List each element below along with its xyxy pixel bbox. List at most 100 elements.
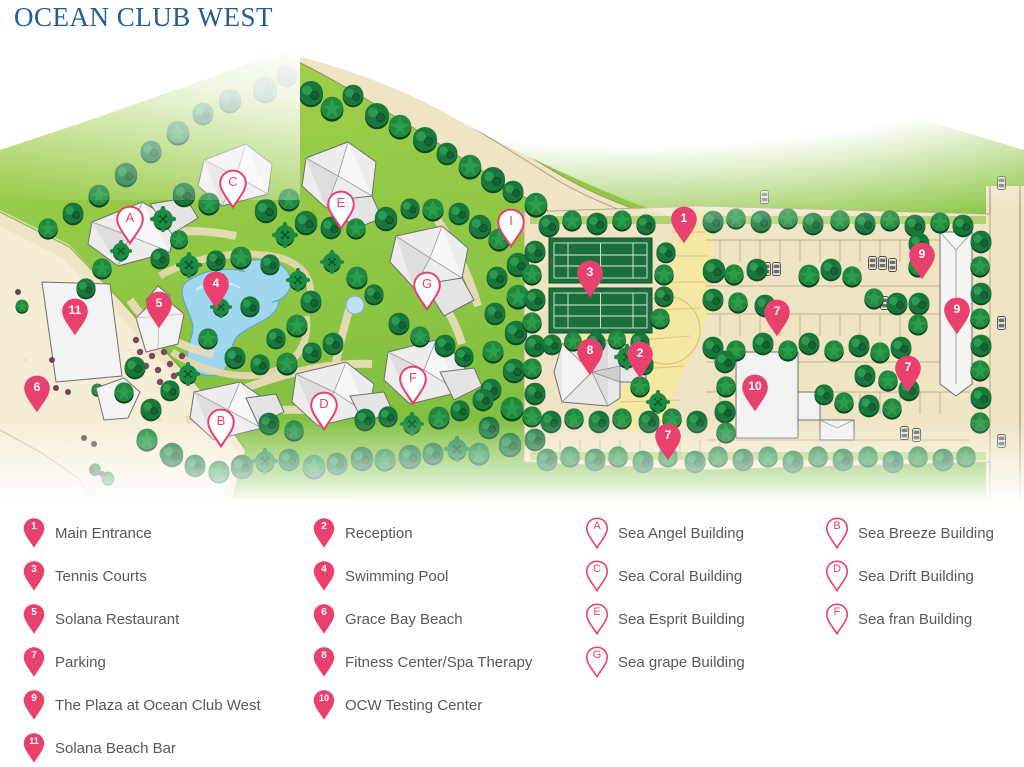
map-pin-e[interactable]: E xyxy=(326,190,356,230)
top-left-fade xyxy=(0,0,300,200)
legend-item-d[interactable]: D Sea Drift Building xyxy=(825,559,974,593)
legend-item-f[interactable]: F Sea fran Building xyxy=(825,602,972,636)
legend-pin-4-icon: 4 xyxy=(312,560,336,592)
legend-pin-id: C xyxy=(593,563,601,575)
legend-pin-id: 9 xyxy=(31,693,37,704)
legend-item-label: Grace Bay Beach xyxy=(345,610,463,628)
legend-pin-id: 10 xyxy=(318,693,329,703)
legend-item-label: Solana Restaurant xyxy=(55,610,180,628)
legend-pin-id: 4 xyxy=(321,564,327,575)
legend-pin-7-icon: 7 xyxy=(22,646,46,678)
legend-item-label: Sea Esprit Building xyxy=(618,610,745,628)
legend-item-label: Tennis Courts xyxy=(55,567,147,585)
legend-pin-d-icon: D xyxy=(825,560,849,592)
map-pin-c[interactable]: C xyxy=(218,169,248,209)
legend-item-label: Sea fran Building xyxy=(858,610,973,628)
map-pin-11[interactable]: 11 xyxy=(60,297,90,337)
legend-item-label: Reception xyxy=(345,524,413,542)
map-pin-i[interactable]: I xyxy=(496,208,526,248)
map-pin-d[interactable]: D xyxy=(309,391,339,431)
legend-pin-id: 8 xyxy=(321,650,327,661)
legend-item-11[interactable]: 11 Solana Beach Bar xyxy=(22,731,176,765)
legend-item-9[interactable]: 9 The Plaza at Ocean Club West xyxy=(22,688,261,722)
map-pin-6[interactable]: 6 xyxy=(22,374,52,414)
map-pin-10[interactable]: 10 xyxy=(740,373,770,413)
legend-pin-b-icon: B xyxy=(825,517,849,549)
legend-item-4[interactable]: 4 Swimming Pool xyxy=(312,559,448,593)
legend-item-label: Sea Drift Building xyxy=(858,567,974,585)
legend-pin-10-icon: 10 xyxy=(312,689,336,721)
map-pin-9b[interactable]: 9 xyxy=(942,296,972,336)
legend-pin-id: 2 xyxy=(321,521,327,532)
map-pin-g[interactable]: G xyxy=(412,271,442,311)
top-fade xyxy=(0,0,1024,300)
legend-item-1[interactable]: 1 Main Entrance xyxy=(22,516,152,550)
map-pin-2[interactable]: 2 xyxy=(625,340,655,380)
map-pin-5[interactable]: 5 xyxy=(144,290,174,330)
legend-item-label: Fitness Center/Spa Therapy xyxy=(345,653,533,671)
legend-item-label: Sea Coral Building xyxy=(618,567,743,585)
legend-item-label: Sea grape Building xyxy=(618,653,745,671)
legend-item-6[interactable]: 6 Grace Bay Beach xyxy=(312,602,463,636)
legend-item-label: Parking xyxy=(55,653,106,671)
map-pin-1[interactable]: 1 xyxy=(669,205,699,245)
legend-item-label: Sea Breeze Building xyxy=(858,524,994,542)
map-pin-7c[interactable]: 7 xyxy=(653,422,683,462)
sea-grape-building xyxy=(389,225,475,317)
bottom-fade xyxy=(0,418,1024,505)
legend-item-3[interactable]: 3 Tennis Courts xyxy=(22,559,147,593)
legend-pin-id: 6 xyxy=(321,607,327,618)
map-pin-4[interactable]: 4 xyxy=(201,270,231,310)
map-pin-b[interactable]: B xyxy=(206,408,236,448)
map-pin-8[interactable]: 8 xyxy=(575,337,605,377)
legend-pin-11-icon: 11 xyxy=(22,732,46,764)
legend-pin-id: 11 xyxy=(29,736,39,746)
legend-item-8[interactable]: 8 Fitness Center/Spa Therapy xyxy=(312,645,532,679)
legend-pin-3-icon: 3 xyxy=(22,560,46,592)
tennis-courts xyxy=(548,237,653,334)
legend-item-5[interactable]: 5 Solana Restaurant xyxy=(22,602,179,636)
legend-pin-id: 3 xyxy=(31,564,37,575)
legend-pin-1-icon: 1 xyxy=(22,517,46,549)
legend-pin-id: B xyxy=(833,520,841,532)
page-title: OCEAN CLUB WEST xyxy=(14,2,274,32)
map-pin-a[interactable]: A xyxy=(115,205,145,245)
legend-pin-id: G xyxy=(592,649,602,661)
legend-item-label: The Plaza at Ocean Club West xyxy=(55,696,261,714)
legend-pin-c-icon: C xyxy=(585,560,609,592)
legend-pin-id: E xyxy=(593,606,601,618)
map-pin-7[interactable]: 7 xyxy=(762,298,792,338)
legend-pin-id: 1 xyxy=(31,521,37,532)
legend-pin-2-icon: 2 xyxy=(312,517,336,549)
legend-item-c[interactable]: C Sea Coral Building xyxy=(585,559,742,593)
map-pin-9[interactable]: 9 xyxy=(907,241,937,281)
map-pin-7b[interactable]: 7 xyxy=(893,354,923,394)
legend-pin-a-icon: A xyxy=(585,517,609,549)
legend-pin-9-icon: 9 xyxy=(22,689,46,721)
legend-item-e[interactable]: E Sea Esprit Building xyxy=(585,602,745,636)
map-pin-3[interactable]: 3 xyxy=(575,259,605,299)
map-pin-f[interactable]: F xyxy=(398,365,428,405)
legend-item-b[interactable]: B Sea Breeze Building xyxy=(825,516,994,550)
legend-item-label: Swimming Pool xyxy=(345,567,449,585)
legend-item-label: Main Entrance xyxy=(55,524,152,542)
legend-item-label: Solana Beach Bar xyxy=(55,739,176,757)
legend-pin-id: A xyxy=(593,520,601,532)
legend-pin-5-icon: 5 xyxy=(22,603,46,635)
fountain xyxy=(345,295,365,315)
legend-pin-id: 7 xyxy=(31,650,37,661)
legend-pin-e-icon: E xyxy=(585,603,609,635)
legend-item-2[interactable]: 2 Reception xyxy=(312,516,413,550)
legend-pin-8-icon: 8 xyxy=(312,646,336,678)
legend-pin-id: D xyxy=(833,563,841,575)
legend-pin-id: F xyxy=(833,606,841,618)
legend-pin-g-icon: G xyxy=(585,646,609,678)
legend-pin-6-icon: 6 xyxy=(312,603,336,635)
legend-item-g[interactable]: G Sea grape Building xyxy=(585,645,745,679)
legend-item-7[interactable]: 7 Parking xyxy=(22,645,106,679)
